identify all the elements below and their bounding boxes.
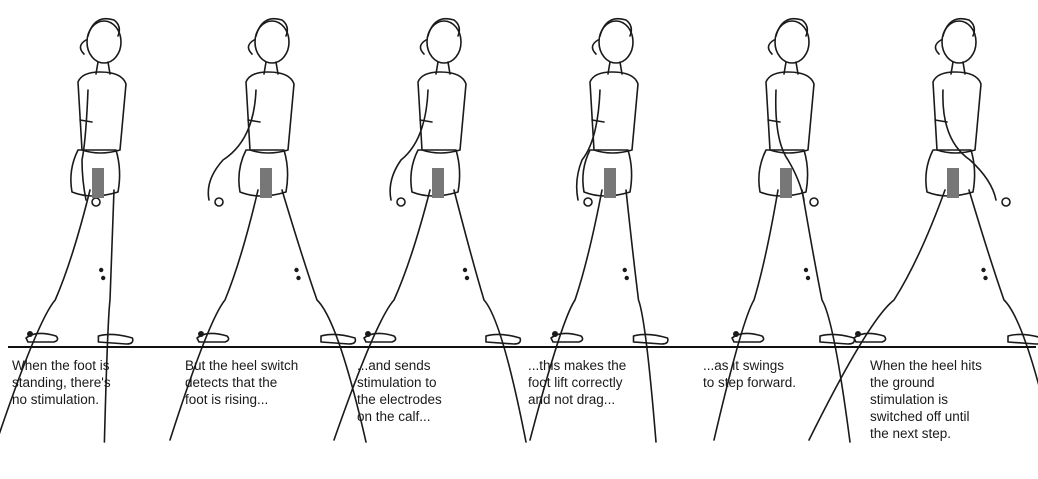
hand (215, 198, 223, 206)
hair-bun (768, 40, 774, 54)
heel-switch (198, 331, 204, 337)
calf-electrode (983, 276, 987, 280)
front-foot (634, 334, 668, 344)
hand (92, 198, 100, 206)
calf-electrode (101, 276, 105, 280)
stimulator-pad (92, 168, 104, 198)
hair-bun (420, 40, 426, 54)
hand (584, 198, 592, 206)
front-leg (626, 190, 656, 442)
heel-switch (27, 331, 33, 337)
caption-swing: ...as it swings to step forward. (703, 357, 796, 391)
torso (933, 72, 981, 153)
front-foot (98, 334, 132, 344)
front-foot (820, 334, 854, 344)
heel-switch (855, 331, 861, 337)
hand (1002, 198, 1010, 206)
back-leg (714, 190, 778, 440)
calf-electrode (294, 268, 298, 272)
calf-electrode (806, 276, 810, 280)
arm (208, 90, 256, 200)
calf-electrode (981, 268, 985, 272)
caption-heel-rising: But the heel switch detects that the foo… (185, 357, 298, 408)
front-foot (486, 334, 520, 344)
arm (82, 90, 88, 200)
front-leg (802, 190, 850, 442)
stimulator-pad (780, 168, 792, 198)
stimulator-pad (604, 168, 616, 198)
hand (810, 198, 818, 206)
heel-switch (365, 331, 371, 337)
front-leg (454, 190, 526, 442)
calf-electrode (463, 268, 467, 272)
hair-bun (592, 40, 598, 54)
hair-bun (80, 40, 86, 54)
calf-electrode (625, 276, 629, 280)
torso (590, 72, 638, 153)
heel-switch (552, 331, 558, 337)
stimulator-pad (947, 168, 959, 198)
calf-electrode (623, 268, 627, 272)
heel-switch (733, 331, 739, 337)
arm (577, 90, 600, 200)
hair-bun (935, 40, 941, 54)
calf-electrode (99, 268, 103, 272)
calf-electrode (465, 276, 469, 280)
calf-electrode (296, 276, 300, 280)
caption-heel-strike: When the heel hits the ground stimulatio… (870, 357, 982, 442)
caption-standing: When the foot is standing, there's no st… (12, 357, 111, 408)
caption-stimulation: ...and sends stimulation to the electrod… (357, 357, 442, 425)
calf-electrode (804, 268, 808, 272)
caption-foot-lift: ...this makes the foot lift correctly an… (528, 357, 626, 408)
stimulator-pad (432, 168, 444, 198)
hair-bun (248, 40, 254, 54)
torso (766, 72, 814, 153)
stimulator-pad (260, 168, 272, 198)
hand (397, 198, 405, 206)
